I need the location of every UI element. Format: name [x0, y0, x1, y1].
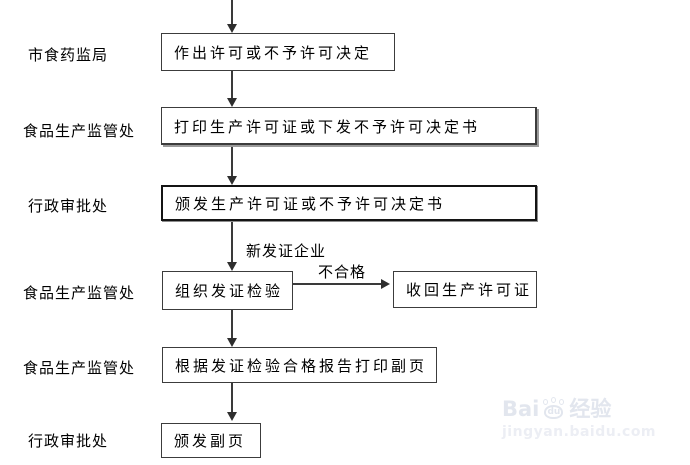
flow-line-2-3	[231, 145, 233, 176]
arrow-down-icon-3	[227, 176, 237, 185]
arrow-down-icon-4	[227, 262, 237, 271]
node-print-license: 打印生产许可证或下发不予许可决定书	[161, 107, 537, 145]
baidu-jingyan-watermark: Bai du 经验 jingyan.baidu.com	[502, 396, 672, 440]
baidu-paw-icon: du	[541, 397, 567, 420]
node-revoke-license: 收回生产许可证	[393, 271, 537, 308]
lane-label-city-fda: 市食药监局	[28, 46, 109, 64]
node-organize-inspection: 组织发证检验	[162, 271, 293, 310]
flow-line-4-6	[231, 310, 233, 338]
edge-label-unqualified: 不合格	[318, 263, 367, 281]
watermark-url: jingyan.baidu.com	[502, 424, 657, 440]
arrow-down-icon-6	[227, 412, 237, 421]
lane-label-admin-approval-2: 行政审批处	[28, 432, 109, 450]
baidu-logo: Bai du 经验	[502, 396, 672, 421]
baidu-logo-prefix: Bai	[502, 396, 540, 421]
flow-line-inspect-revoke	[293, 283, 381, 285]
lane-label-food-supervision-2: 食品生产监管处	[23, 284, 136, 302]
flow-line-6-7	[231, 383, 233, 412]
node-print-annex: 根据发证检验合格报告打印副页	[162, 347, 437, 383]
arrow-right-icon	[381, 279, 390, 289]
lane-label-food-supervision-1: 食品生产监管处	[23, 122, 136, 140]
lane-label-food-supervision-3: 食品生产监管处	[23, 359, 136, 377]
arrow-down-icon-1	[227, 24, 237, 33]
arrow-down-icon-2	[227, 98, 237, 107]
flow-line-1-2	[231, 71, 233, 98]
flow-line-top	[231, 0, 233, 24]
node-issue-license: 颁发生产许可证或不予许可决定书	[161, 185, 537, 221]
edge-label-new-certified-enterprise: 新发证企业	[246, 242, 327, 260]
lane-label-admin-approval-1: 行政审批处	[28, 197, 109, 215]
baidu-logo-cn: 经验	[569, 396, 612, 421]
node-make-decision: 作出许可或不予许可决定	[161, 33, 395, 71]
node-issue-annex: 颁发副页	[161, 423, 261, 458]
arrow-down-icon-5	[227, 338, 237, 347]
flow-line-3-4	[231, 221, 233, 262]
